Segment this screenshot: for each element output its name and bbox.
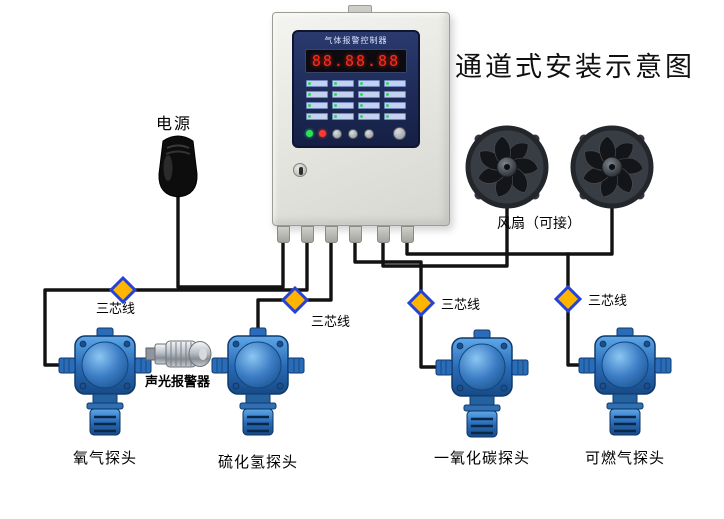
wire-fan-left xyxy=(381,202,509,268)
detector-oxygen xyxy=(57,326,153,437)
controller-panel: 气体报警控制器 88.88.88 xyxy=(292,30,420,148)
indicator-led xyxy=(306,102,328,109)
indicator-led xyxy=(306,113,328,120)
indicator-led xyxy=(332,113,354,120)
wire-marker-4 xyxy=(554,285,582,313)
detector-label-combustible: 可燃气探头 xyxy=(584,449,665,467)
cable-gland xyxy=(377,226,390,243)
panel-button xyxy=(332,128,342,139)
core-wire-label-4: 三芯线 xyxy=(588,294,628,309)
lock-keyhole xyxy=(293,163,307,177)
indicator-led xyxy=(332,80,354,87)
power-label: 电源 xyxy=(156,114,193,133)
wire-fan-right-trunk xyxy=(405,202,614,256)
indicator-led xyxy=(384,102,406,109)
indicator-led xyxy=(384,80,406,87)
power-led xyxy=(306,130,313,137)
panel-button-large xyxy=(393,127,406,140)
indicator-led xyxy=(306,91,328,98)
core-wire-label-3: 三芯线 xyxy=(441,298,481,313)
fan-label: 风扇（可接） xyxy=(497,216,581,232)
indicator-led xyxy=(358,102,380,109)
indicator-grid xyxy=(304,80,408,120)
alarm-label: 声光报警器 xyxy=(145,375,211,390)
cable-gland xyxy=(301,226,314,243)
detector-label-co: 一氧化碳探头 xyxy=(433,449,530,467)
wire-power xyxy=(176,194,285,289)
indicator-led xyxy=(358,91,380,98)
cable-gland xyxy=(325,226,338,243)
wire-detector-oxygen xyxy=(43,238,309,367)
led-display: 88.88.88 xyxy=(305,49,407,73)
detector-combustible xyxy=(577,326,673,437)
fan-left xyxy=(468,128,546,206)
cable-gland xyxy=(401,226,414,243)
indicator-led xyxy=(332,91,354,98)
diagram-title: 通道式安装示意图 xyxy=(455,52,695,83)
controller-panel-title: 气体报警控制器 xyxy=(324,36,388,45)
indicator-led xyxy=(358,80,380,87)
power-plug xyxy=(158,135,198,198)
sound-light-alarm xyxy=(145,340,212,368)
detector-co xyxy=(434,328,530,439)
indicator-led xyxy=(384,91,406,98)
cable-gland xyxy=(349,226,362,243)
indicator-led xyxy=(332,102,354,109)
alarm-led xyxy=(319,130,326,137)
wire-marker-3 xyxy=(407,289,435,317)
detector-h2s xyxy=(210,326,306,437)
indicator-led xyxy=(306,80,328,87)
core-wire-label-2: 三芯线 xyxy=(311,315,351,330)
indicator-led xyxy=(384,113,406,120)
panel-button xyxy=(348,128,358,139)
detector-label-h2s: 硫化氢探头 xyxy=(217,453,298,471)
panel-button xyxy=(364,128,374,139)
cable-gland xyxy=(277,226,290,243)
wire-detector-co xyxy=(353,238,440,369)
core-wire-label-1: 三芯线 xyxy=(96,302,136,317)
detector-label-oxygen: 氧气探头 xyxy=(72,449,137,467)
controller-controls xyxy=(306,127,406,140)
indicator-led xyxy=(358,113,380,120)
fan-right xyxy=(573,128,651,206)
